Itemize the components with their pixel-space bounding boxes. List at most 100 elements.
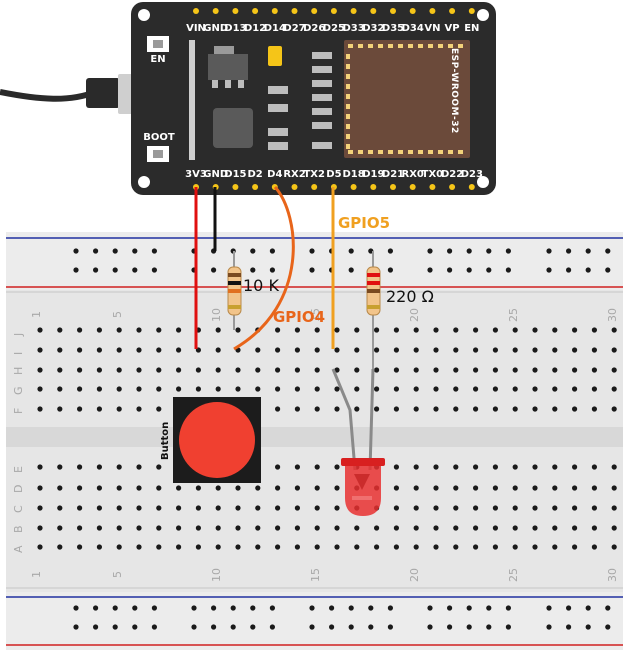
breadboard-hole	[314, 367, 320, 373]
breadboard-hole	[255, 525, 261, 531]
breadboard-hole	[275, 505, 281, 511]
breadboard-hole	[453, 367, 459, 373]
breadboard-hole	[566, 624, 572, 630]
bottom-pin-label: RX2	[283, 169, 305, 180]
breadboard-hole	[505, 624, 511, 630]
breadboard-hole	[136, 347, 142, 353]
row-letters-bottom: E D C B A	[12, 466, 25, 553]
breadboard: 1 5 10 15 20 25 30 1 5 10 15 20 25 30 J …	[6, 232, 623, 650]
col-number: 5	[111, 311, 124, 318]
breadboard-hole	[552, 367, 558, 373]
breadboard-hole	[591, 386, 598, 392]
breadboard-hole	[314, 464, 320, 470]
breadboard-hole	[473, 367, 479, 373]
breadboard-hole	[492, 406, 498, 412]
pin-pad	[311, 184, 318, 190]
breadboard-hole	[447, 248, 453, 254]
breadboard-hole	[572, 386, 578, 392]
resistor-band	[367, 305, 380, 309]
usb-cable-wire	[0, 89, 97, 102]
breadboard-hole	[387, 267, 393, 273]
module-pad	[358, 44, 363, 48]
breadboard-hole	[585, 248, 591, 254]
breadboard-hole	[591, 525, 598, 531]
breadboard-hole	[156, 327, 162, 333]
push-button[interactable]: Button	[160, 397, 261, 483]
lower-power-rail	[6, 592, 623, 650]
breadboard-hole	[334, 347, 340, 353]
module-pad	[346, 94, 350, 99]
breadboard-hole	[132, 624, 138, 630]
column-numbers-top: 1 5 10 15 20 25 30	[30, 308, 619, 322]
bottom-pin-label: D2	[247, 169, 262, 180]
breadboard-hole	[235, 386, 241, 392]
module-pad	[378, 150, 383, 154]
row-letter: B	[12, 525, 25, 533]
top-pin-label: D32	[362, 23, 384, 34]
breadboard-hole	[552, 544, 558, 550]
breadboard-hole	[116, 406, 122, 412]
bottom-pin-label: D15	[224, 169, 246, 180]
breadboard-hole	[211, 267, 217, 273]
breadboard-hole	[413, 464, 419, 470]
breadboard-hole	[512, 485, 518, 491]
en-button-cap[interactable]	[153, 40, 163, 48]
breadboard-hole	[572, 505, 578, 511]
breadboard-hole	[334, 485, 340, 491]
boot-button[interactable]: BOOT	[143, 132, 175, 162]
col-number: 30	[606, 308, 619, 322]
breadboard-hole	[552, 347, 558, 353]
smd-part	[312, 80, 332, 87]
breadboard-hole	[195, 386, 201, 392]
pin-pad	[291, 184, 298, 190]
breadboard-hole	[132, 605, 138, 611]
breadboard-hole	[433, 406, 439, 412]
top-pin-label: D33	[342, 23, 364, 34]
breadboard-hole	[275, 544, 281, 550]
breadboard-hole	[354, 367, 360, 373]
top-pin-label: D12	[244, 23, 266, 34]
resistor-220-label: 220 Ω	[386, 287, 434, 306]
breadboard-hole	[532, 525, 538, 531]
voltage-regulator	[208, 46, 248, 88]
top-pin-label: GND	[203, 23, 228, 34]
breadboard-hole	[156, 406, 162, 412]
breadboard-hole	[314, 525, 320, 531]
breadboard-hole	[156, 505, 162, 511]
breadboard-hole	[532, 505, 538, 511]
breadboard-hole	[96, 327, 102, 333]
boot-button-cap[interactable]	[153, 150, 163, 158]
module-pad	[388, 150, 393, 154]
top-pin-label: VP	[445, 23, 460, 34]
breadboard-hole	[546, 624, 552, 630]
pin-pad	[193, 8, 199, 14]
breadboard-hole	[112, 605, 118, 611]
breadboard-hole	[433, 505, 439, 511]
breadboard-hole	[314, 505, 320, 511]
smd-part	[312, 122, 332, 129]
breadboard-hole	[512, 367, 518, 373]
breadboard-hole	[447, 605, 453, 611]
breadboard-hole	[453, 525, 459, 531]
breadboard-hole	[492, 327, 498, 333]
breadboard-hole	[151, 624, 157, 630]
push-button-cap[interactable]	[179, 402, 255, 478]
bottom-pin-label: 3V3	[185, 169, 207, 180]
en-button[interactable]: EN	[147, 36, 169, 65]
breadboard-hole	[546, 248, 552, 254]
smd-part	[268, 86, 288, 94]
breadboard-hole	[57, 544, 63, 550]
module-pad	[368, 150, 373, 154]
breadboard-hole	[77, 464, 83, 470]
top-pin-label: D25	[323, 23, 345, 34]
mount-hole	[477, 9, 489, 21]
breadboard-hole	[413, 367, 419, 373]
smd-part	[268, 142, 288, 150]
breadboard-hole	[96, 347, 102, 353]
smd-part	[268, 128, 288, 136]
module-pad	[388, 44, 393, 48]
led-cathode-leg	[331, 368, 357, 471]
breadboard-hole	[354, 525, 360, 531]
breadboard-hole	[255, 544, 261, 550]
